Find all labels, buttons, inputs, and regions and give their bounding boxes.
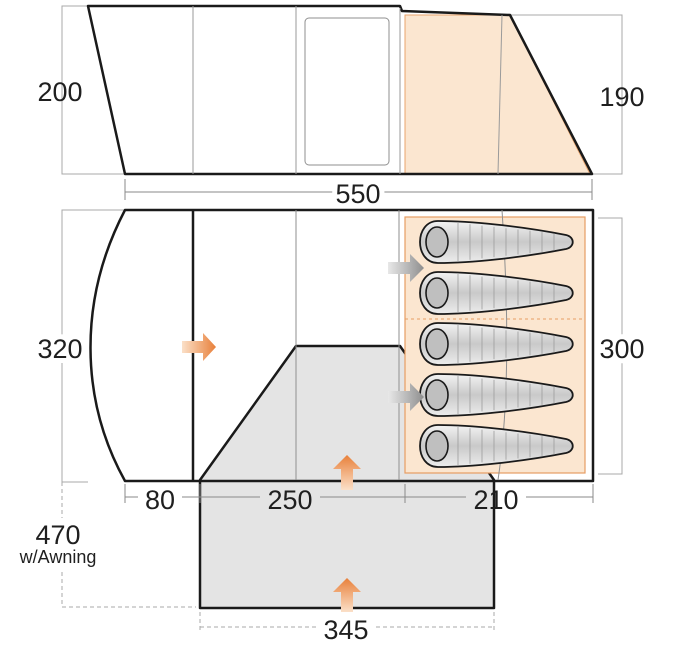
tent-side-outline [86, 4, 594, 176]
floor-dimension-lines [61, 209, 623, 483]
bedroom-arrow-icon [388, 383, 424, 411]
side-window [304, 17, 390, 166]
sleeping-bag-icon [419, 322, 574, 366]
entrance-arrow-icon [182, 333, 216, 361]
floor-depth-label: 320 [37, 334, 82, 364]
dimension-labels: 200 190 550 320 300 80 250 210 470 w/Awn… [19, 77, 650, 645]
bedroom-length-label: 210 [473, 485, 518, 515]
awning-depth-label: 470 [35, 520, 80, 550]
tent-floor-outline [89, 208, 595, 483]
sleeping-bag-icon [419, 424, 574, 468]
awning-width-label: 345 [323, 615, 368, 645]
sleeping-bag-icon [419, 271, 574, 315]
awning-depth-note: w/Awning [19, 547, 97, 567]
awning-depth-dimension [61, 482, 196, 608]
side-panel-dividers [192, 6, 503, 175]
bedroom-height-label: 190 [599, 82, 644, 112]
overall-length-dimension [124, 179, 593, 200]
sleeping-bag-icon [419, 220, 574, 264]
bedroom-arrow-icon [388, 254, 424, 282]
overall-length-label: 550 [335, 179, 380, 209]
bedroom-side-area [404, 14, 591, 175]
side-dimension-lines [61, 5, 623, 175]
side-elevation [61, 4, 623, 176]
living-length-label: 250 [267, 485, 312, 515]
bedroom-depth-label: 300 [599, 334, 644, 364]
sleeping-bag-icon [419, 373, 574, 417]
floor-plan [61, 208, 623, 612]
awning-width-dimension [199, 612, 495, 632]
bottom-dimension-lines [124, 484, 594, 503]
door-arrow-icon [333, 455, 361, 490]
porch-length-label: 80 [145, 485, 175, 515]
sleeping-bags [419, 220, 574, 468]
side-height-label: 200 [37, 77, 82, 107]
awning-door-arrow-icon [333, 578, 361, 612]
